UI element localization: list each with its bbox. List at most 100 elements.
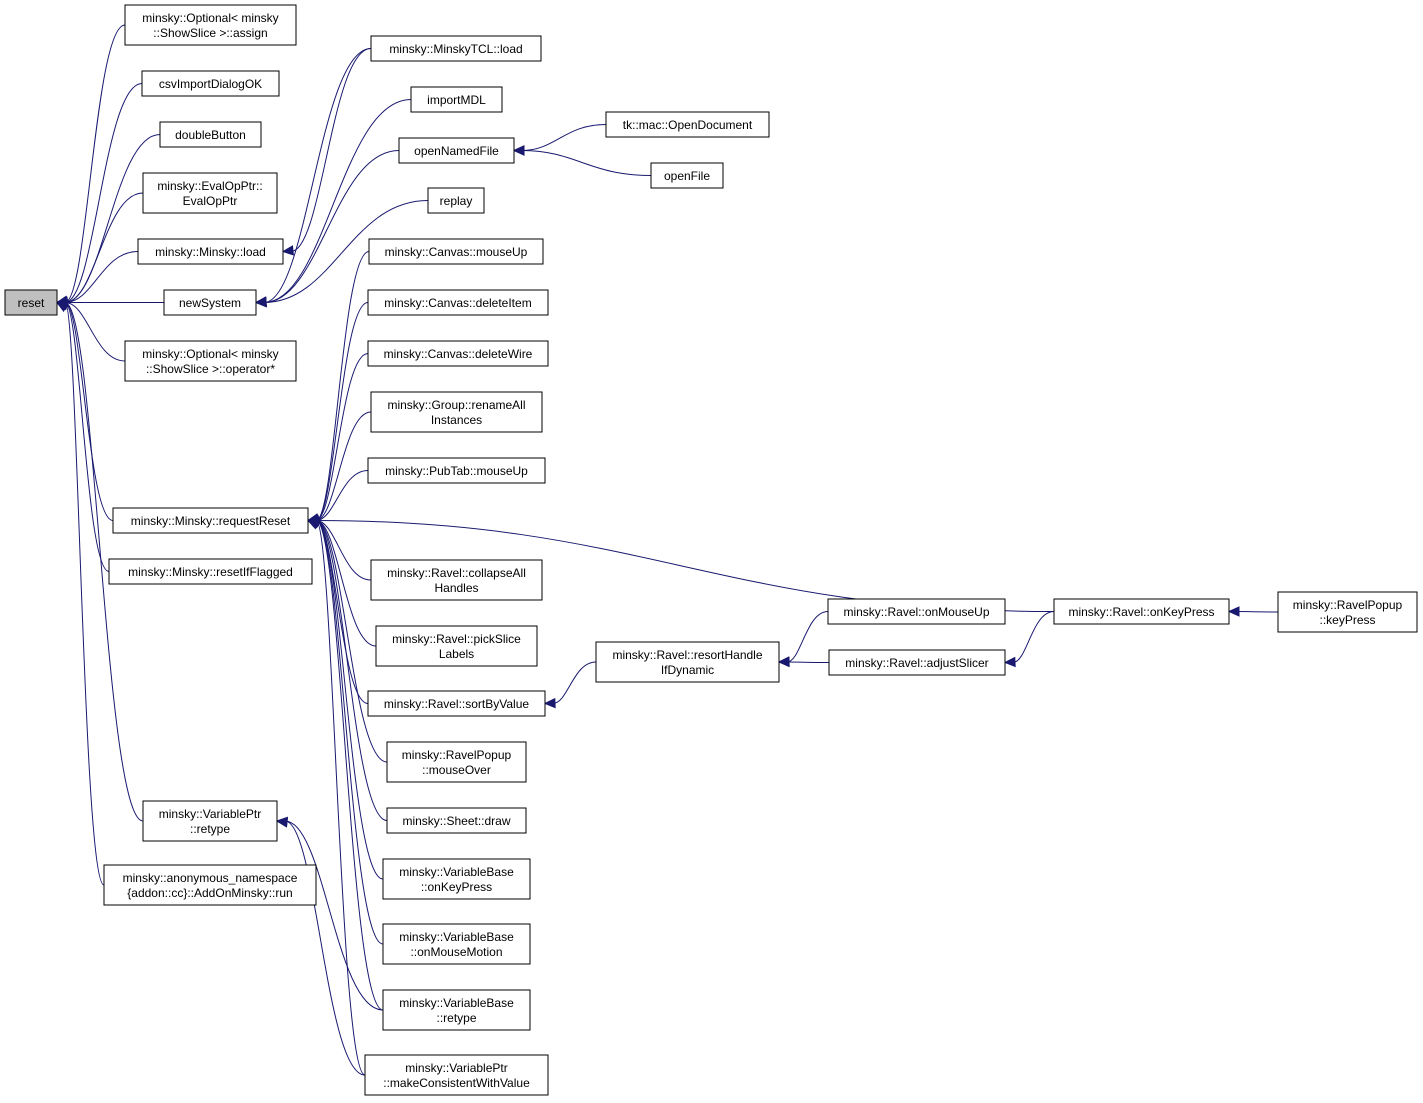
node-label: ::ShowSlice >::assign bbox=[153, 26, 267, 40]
node-opt_operator[interactable]: minsky::Optional< minsky::ShowSlice >::o… bbox=[124, 340, 297, 382]
edge-ravelpopup_mouseOver-to-requestReset bbox=[306, 516, 388, 763]
node-canvas_mouseUp[interactable]: minsky::Canvas::mouseUp bbox=[368, 238, 544, 265]
edge-resetIfFlagged-to-reset bbox=[55, 299, 110, 572]
node-reset[interactable]: reset bbox=[4, 289, 58, 316]
node-box bbox=[370, 35, 542, 62]
edge-line bbox=[786, 661, 830, 663]
node-label: minsky::Optional< minsky bbox=[142, 347, 278, 361]
node-box bbox=[382, 858, 531, 900]
edge-line bbox=[315, 520, 384, 945]
node-ravel_onMouseUp[interactable]: minsky::Ravel::onMouseUp bbox=[827, 598, 1006, 625]
node-label: csvImportDialogOK bbox=[159, 77, 262, 91]
node-box bbox=[382, 989, 531, 1031]
edge-line bbox=[284, 820, 366, 1076]
edge-arrowhead bbox=[275, 817, 289, 828]
node-replay[interactable]: replay bbox=[427, 187, 485, 214]
edge-line bbox=[1012, 611, 1055, 663]
node-label: minsky::Minsky::load bbox=[155, 245, 266, 259]
node-label: ::onMouseMotion bbox=[410, 945, 502, 959]
node-ravel_onKeyPress[interactable]: minsky::Ravel::onKeyPress bbox=[1053, 598, 1230, 625]
edge-evalop-to-reset bbox=[55, 192, 144, 308]
node-label: openFile bbox=[664, 169, 710, 183]
node-box bbox=[386, 741, 527, 783]
edge-vp_makeConsistent-to-vp_retype bbox=[275, 817, 366, 1076]
node-opt_assign[interactable]: minsky::Optional< minsky::ShowSlice >::a… bbox=[124, 4, 297, 46]
node-box bbox=[103, 864, 317, 906]
node-requestReset[interactable]: minsky::Minsky::requestReset bbox=[112, 507, 309, 534]
node-openDocument[interactable]: tk::mac::OpenDocument bbox=[605, 111, 770, 138]
node-canvas_deleteItem[interactable]: minsky::Canvas::deleteItem bbox=[367, 289, 549, 316]
node-sheet_draw[interactable]: minsky::Sheet::draw bbox=[386, 807, 527, 834]
edge-line bbox=[315, 520, 384, 1011]
node-ravelpopup_mouseOver[interactable]: minsky::RavelPopup::mouseOver bbox=[386, 741, 527, 783]
edge-arrowhead bbox=[512, 145, 525, 156]
node-vp_retype[interactable]: minsky::VariablePtr::retype bbox=[142, 800, 278, 842]
node-openFile[interactable]: openFile bbox=[650, 162, 724, 189]
node-label: minsky::VariablePtr bbox=[159, 807, 261, 821]
node-evalop[interactable]: minsky::EvalOpPtr::EvalOpPtr bbox=[142, 172, 278, 214]
edge-importMDL-to-newSystem bbox=[254, 99, 412, 308]
node-vp_makeConsistent[interactable]: minsky::VariablePtr::makeConsistentWithV… bbox=[364, 1054, 549, 1096]
edge-arrowhead bbox=[55, 301, 69, 313]
node-resetIfFlagged[interactable]: minsky::Minsky::resetIfFlagged bbox=[108, 558, 313, 585]
node-doubleButton[interactable]: doubleButton bbox=[159, 121, 262, 148]
edge-line bbox=[64, 83, 143, 303]
node-box bbox=[427, 187, 485, 214]
edge-line bbox=[315, 411, 372, 521]
node-label: Instances bbox=[431, 413, 482, 427]
node-ravelpopup_keyPress[interactable]: minsky::RavelPopup::keyPress bbox=[1277, 591, 1418, 633]
node-addon_run[interactable]: minsky::anonymous_namespace{addon::cc}::… bbox=[103, 864, 317, 906]
node-label: Handles bbox=[434, 581, 478, 595]
edge-line bbox=[263, 150, 400, 303]
edge-arrowhead bbox=[543, 697, 556, 709]
node-ravel_sortByValue[interactable]: minsky::Ravel::sortByValue bbox=[367, 690, 546, 717]
edge-line bbox=[521, 150, 652, 176]
node-label: minsky::VariableBase bbox=[399, 865, 514, 879]
node-vb_onMouseMotion[interactable]: minsky::VariableBase::onMouseMotion bbox=[382, 923, 531, 965]
node-label: minsky::Ravel::collapseAll bbox=[387, 566, 526, 580]
node-tcl_load[interactable]: minsky::MinskyTCL::load bbox=[370, 35, 542, 62]
node-importMDL[interactable]: importMDL bbox=[410, 86, 503, 113]
edge-replay-to-newSystem bbox=[254, 200, 429, 308]
node-ravel_adjustSlicer[interactable]: minsky::Ravel::adjustSlicer bbox=[828, 649, 1006, 676]
node-label: ::makeConsistentWithValue bbox=[383, 1076, 530, 1090]
node-label: minsky::Ravel::onMouseUp bbox=[843, 605, 989, 619]
edge-ravel_onMouseUp-to-ravel_resort bbox=[777, 611, 829, 667]
node-label: minsky::Minsky::requestReset bbox=[131, 514, 291, 528]
node-box bbox=[1053, 598, 1230, 625]
node-openNamedFile[interactable]: openNamedFile bbox=[398, 137, 515, 164]
node-label: minsky::Minsky::resetIfFlagged bbox=[128, 565, 293, 579]
node-pubtab_mouseUp[interactable]: minsky::PubTab::mouseUp bbox=[367, 457, 546, 484]
node-label: ::onKeyPress bbox=[421, 880, 492, 894]
edge-ravel_pickSlice-to-requestReset bbox=[306, 516, 377, 647]
edge-line bbox=[315, 353, 369, 521]
node-vb_onKeyPress[interactable]: minsky::VariableBase::onKeyPress bbox=[382, 858, 531, 900]
node-box bbox=[367, 289, 549, 316]
node-box bbox=[386, 807, 527, 834]
node-label: minsky::RavelPopup bbox=[1293, 598, 1403, 612]
node-box bbox=[141, 70, 280, 97]
node-box bbox=[605, 111, 770, 138]
edge-line bbox=[786, 611, 829, 663]
node-canvas_deleteWire[interactable]: minsky::Canvas::deleteWire bbox=[367, 340, 549, 367]
node-label: minsky::Group::renameAll bbox=[387, 398, 525, 412]
edge-line bbox=[290, 48, 372, 252]
edge-line bbox=[315, 520, 377, 647]
edge-ravelpopup_keyPress-to-ravel_onKeyPress bbox=[1227, 606, 1279, 617]
node-csvImport[interactable]: csvImportDialogOK bbox=[141, 70, 280, 97]
node-mload[interactable]: minsky::Minsky::load bbox=[137, 238, 284, 265]
node-box bbox=[650, 162, 724, 189]
node-label: minsky::Ravel::onKeyPress bbox=[1068, 605, 1214, 619]
node-label: minsky::Canvas::mouseUp bbox=[385, 245, 528, 259]
node-label: minsky::Optional< minsky bbox=[142, 11, 278, 25]
node-vb_retype[interactable]: minsky::VariableBase::retype bbox=[382, 989, 531, 1031]
node-label: minsky::MinskyTCL::load bbox=[389, 42, 522, 56]
node-newSystem[interactable]: newSystem bbox=[163, 289, 257, 316]
node-box bbox=[367, 340, 549, 367]
